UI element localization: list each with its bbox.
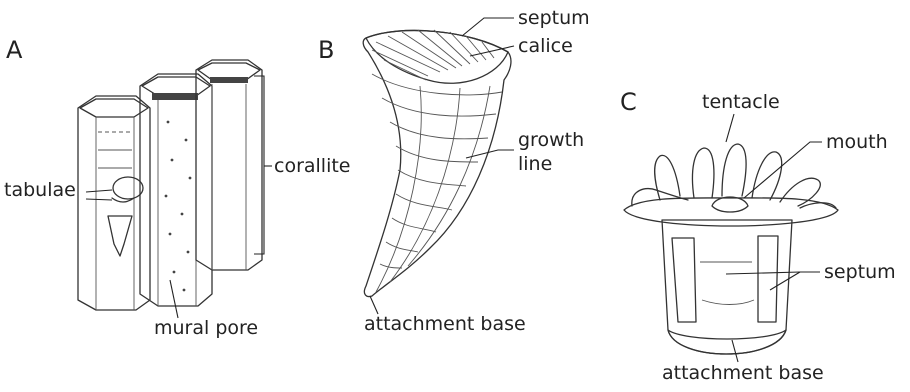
- tabulae: [98, 132, 143, 256]
- label-corallite: corallite: [274, 155, 351, 177]
- mural-pores: [165, 121, 192, 292]
- label-attachment-base-c: attachment base: [662, 362, 824, 384]
- corallite-column-middle: [140, 74, 212, 306]
- septa-c: [672, 236, 778, 322]
- calice: [366, 30, 508, 83]
- polyp-body: [662, 220, 792, 354]
- label-growth-line-1: growth: [518, 129, 584, 151]
- label-septum-c: septum: [824, 261, 896, 283]
- label-septum-b: septum: [518, 7, 590, 29]
- leader-mural-pore: [170, 280, 178, 318]
- corallite-column-left: [78, 96, 150, 310]
- leader-mouth: [744, 142, 822, 198]
- panel-b: B sept: [318, 7, 590, 335]
- panel-c: C tentacle mouth septum: [620, 88, 896, 384]
- leader-attachment-base-c: [732, 340, 738, 362]
- corallite-bracket: [254, 76, 272, 254]
- leader-septum-c-1: [726, 272, 820, 274]
- label-attachment-base-b: attachment base: [364, 313, 526, 335]
- label-mural-pore: mural pore: [154, 317, 258, 339]
- leader-tabulae: [86, 190, 112, 192]
- panel-b-letter: B: [318, 36, 334, 64]
- label-calice: calice: [518, 35, 573, 57]
- leader-septum-c-2: [770, 272, 800, 290]
- leader-septum-b: [462, 18, 514, 36]
- label-mouth: mouth: [826, 131, 888, 153]
- leader-tentacle: [726, 114, 734, 142]
- panel-a-letter: A: [6, 36, 23, 64]
- panel-a: A: [4, 36, 351, 339]
- leader-attachment-base-b: [370, 296, 378, 314]
- label-tentacle: tentacle: [702, 91, 780, 113]
- corallite-column-right: [196, 60, 262, 270]
- growth-lines: [372, 74, 502, 292]
- panel-c-letter: C: [620, 88, 637, 116]
- label-growth-line-2: line: [518, 153, 552, 175]
- label-tabulae: tabulae: [4, 179, 76, 201]
